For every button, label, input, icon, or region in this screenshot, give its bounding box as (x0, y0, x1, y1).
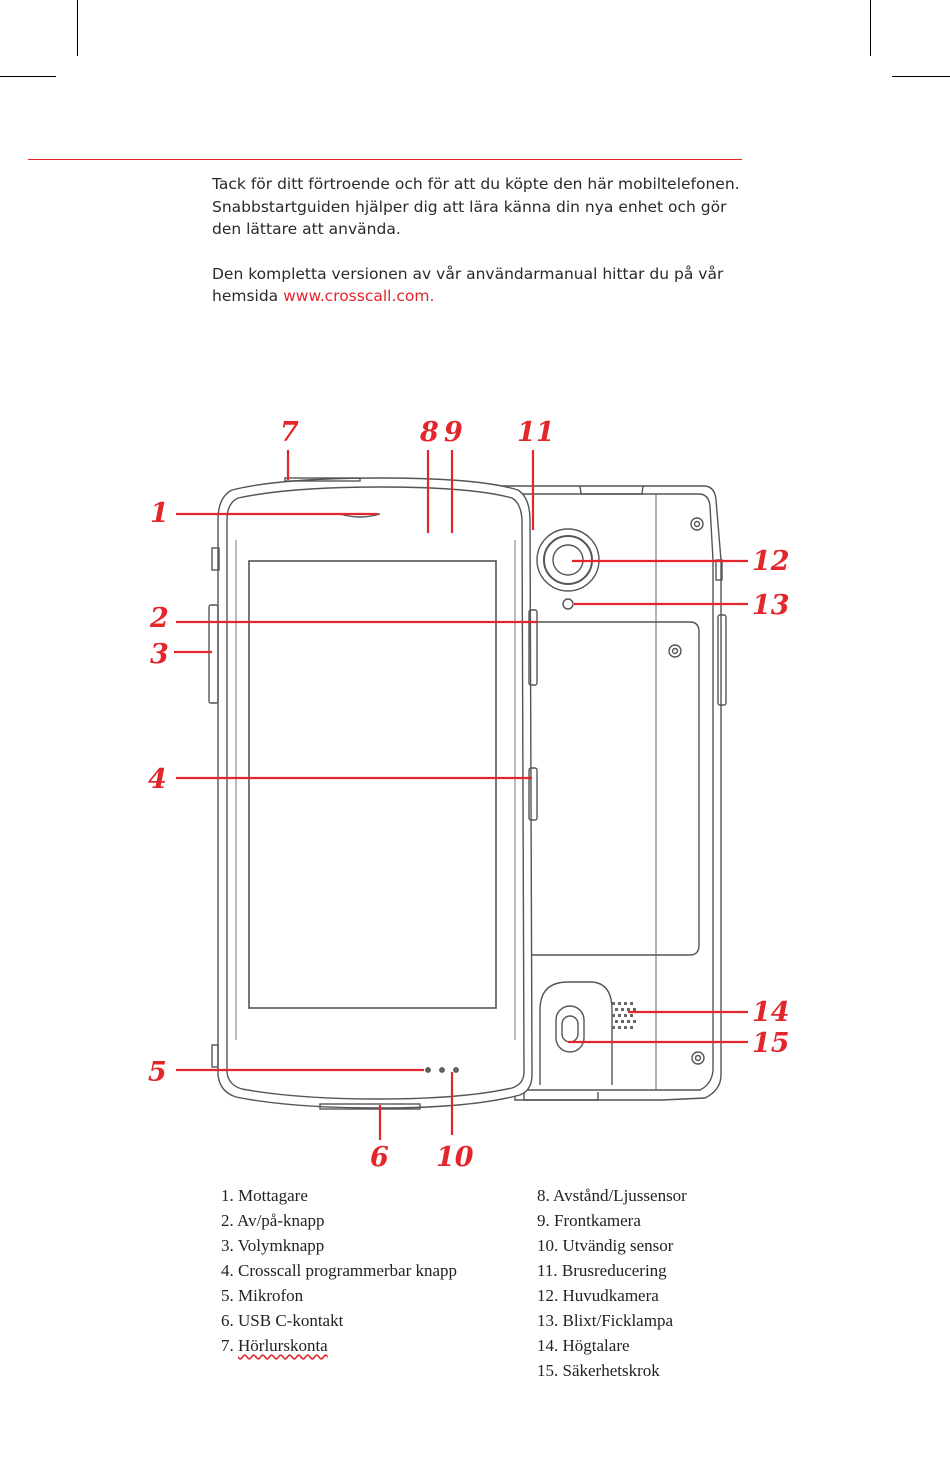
legend-item: 6. USB C-kontakt (221, 1311, 344, 1330)
legend-item: 1. Mottagare (221, 1186, 308, 1205)
crop-mark-left-horizontal (0, 76, 56, 77)
legend-item: 2. Av/på-knapp (221, 1211, 325, 1230)
callout-8: 8 (419, 417, 439, 448)
legend-item: 14. Högtalare (537, 1336, 630, 1355)
legend-right: 8. Avstånd/Ljussensor 9. Frontkamera 10.… (537, 1183, 687, 1383)
legend-item: 10. Utvändig sensor (537, 1236, 674, 1255)
legend-item: 9. Frontkamera (537, 1211, 641, 1230)
crop-mark-top-right (870, 0, 871, 56)
intro-text: Tack för ditt förtroende och för att du … (212, 173, 747, 308)
callout-10: 10 (436, 1142, 474, 1173)
legend-item: 5. Mikrofon (221, 1286, 304, 1305)
legend-item: 13. Blixt/Ficklampa (537, 1311, 673, 1330)
callout-13: 13 (752, 590, 790, 621)
callout-2: 2 (149, 603, 169, 634)
legend-item: 8. Avstånd/Ljussensor (537, 1186, 687, 1205)
legend-item: 11. Brusreducering (537, 1261, 667, 1280)
callout-12: 12 (752, 546, 790, 577)
legend-item: 7. Hörlurskonta (221, 1333, 457, 1358)
legend-left: 1. Mottagare 2. Av/på-knapp 3. Volymknap… (221, 1183, 457, 1358)
callout-7: 7 (280, 417, 299, 448)
intro-manual: Den kompletta versionen av vår användarm… (212, 263, 747, 308)
speaker-grille (612, 1002, 636, 1029)
callout-3: 3 (150, 639, 169, 670)
intro-guide: Snabbstartguiden hjälper dig att lära kä… (212, 197, 727, 239)
phone-front-view (217, 477, 533, 1109)
callout-14: 14 (752, 997, 790, 1028)
callout-15: 15 (752, 1028, 790, 1059)
phone-diagram: 1 2 3 4 5 6 7 8 9 10 11 12 13 14 15 (148, 417, 790, 1173)
legend-item: 4. Crosscall programmerbar knapp (221, 1261, 458, 1280)
legend-item: 3. Volymknapp (221, 1236, 325, 1255)
callout-9: 9 (444, 417, 463, 448)
crop-mark-right-horizontal (892, 76, 950, 77)
front-screen (248, 560, 497, 1009)
callout-4: 4 (148, 764, 167, 795)
intro-manual-text: Den kompletta versionen av vår användarm… (212, 264, 724, 306)
legend-item: 12. Huvudkamera (537, 1286, 659, 1305)
callout-6: 6 (370, 1142, 389, 1173)
legend-item-number: 7. (221, 1336, 238, 1355)
callout-1: 1 (150, 498, 169, 529)
crop-mark-top-left (77, 0, 78, 56)
legend-item-spellcheck-text: Hörlurskonta (238, 1336, 328, 1355)
intro-thanks: Tack för ditt förtroende och för att du … (212, 175, 740, 193)
legend-item: 15. Säkerhetskrok (537, 1361, 660, 1380)
website-link[interactable]: www.crosscall.com. (283, 287, 435, 305)
callout-5: 5 (148, 1057, 167, 1088)
header-rule (28, 159, 742, 160)
callout-11: 11 (517, 417, 555, 448)
